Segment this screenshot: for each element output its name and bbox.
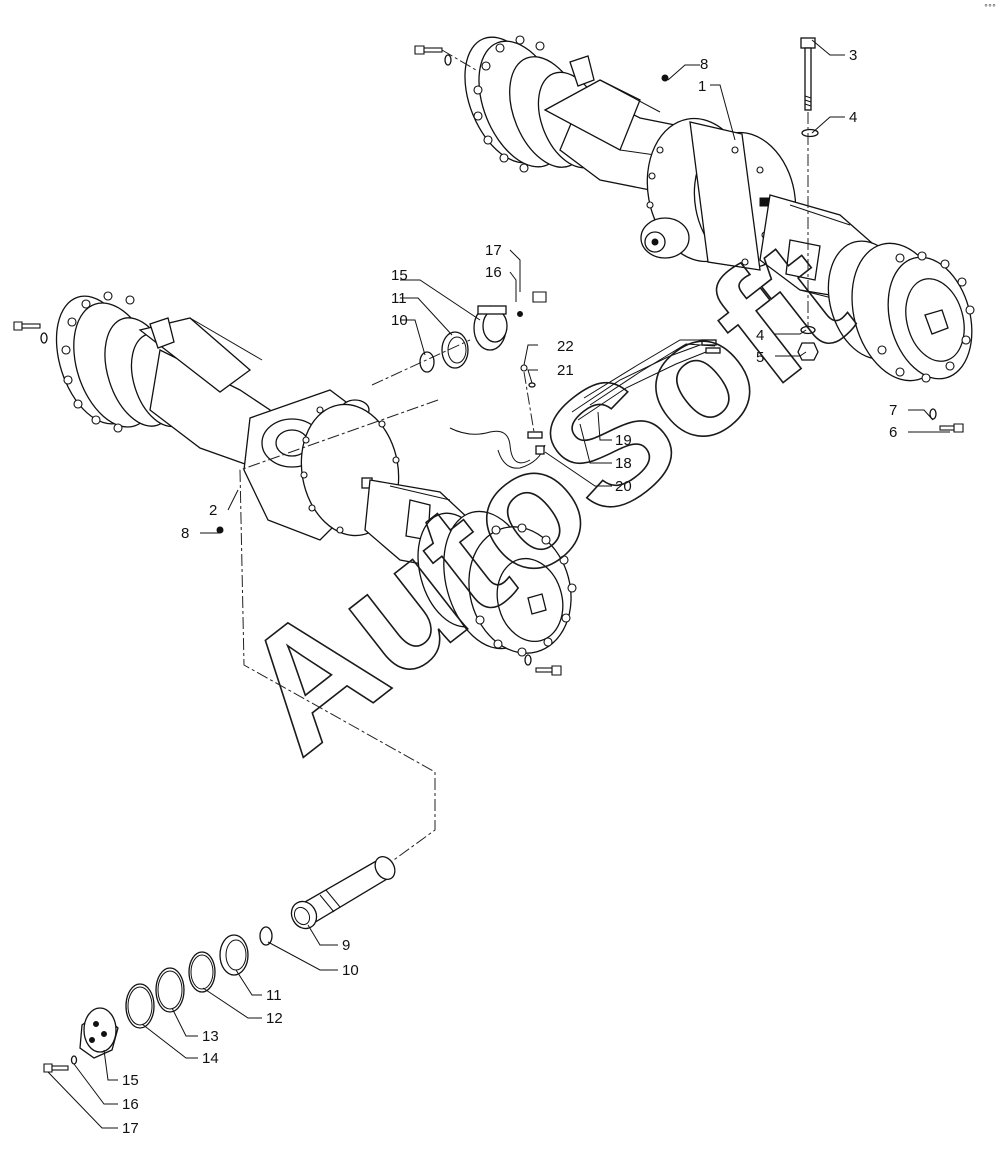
callout-4-lower: 4 — [756, 327, 764, 344]
callout-8-front: 8 — [181, 525, 189, 542]
rear-axle-differential-housing — [640, 117, 797, 271]
front-axle-hub-bolts — [13, 321, 562, 676]
corner-mark: °°° — [984, 3, 996, 12]
front-axle-right-hub — [417, 510, 577, 657]
callout-5: 5 — [756, 349, 764, 366]
hydraulic-lines — [449, 339, 721, 469]
callout-10-upper: 10 — [391, 312, 408, 329]
callout-labels: 8 1 3 4 4 5 7 6 2 8 17 16 15 11 10 22 21… — [122, 47, 897, 1137]
callout-11-lower: 11 — [266, 987, 282, 1004]
callout-11-upper: 11 — [391, 290, 407, 307]
callout-17-upper: 17 — [485, 242, 502, 259]
leader-lines — [47, 39, 950, 1129]
pivot-pin — [290, 856, 396, 930]
callout-2: 2 — [209, 502, 217, 519]
rear-axle-mounting-bolt — [797, 37, 819, 361]
lower-trunnion-rings — [125, 926, 273, 1029]
callout-4-upper: 4 — [849, 109, 857, 126]
pivot-pin-centerline — [239, 399, 439, 871]
callout-15-lower: 15 — [122, 1072, 139, 1089]
callout-7: 7 — [889, 402, 897, 419]
lower-cap-bolt — [43, 1055, 78, 1073]
upper-trunnion-parts — [371, 291, 547, 386]
callout-1: 1 — [698, 78, 706, 95]
callout-10-lower: 10 — [342, 962, 359, 979]
callout-16-upper: 16 — [485, 264, 502, 281]
callout-9: 9 — [342, 937, 350, 954]
callout-18: 18 — [615, 455, 632, 472]
lower-trunnion-cap — [79, 1007, 119, 1059]
callout-8-rear: 8 — [700, 56, 708, 73]
callout-3: 3 — [849, 47, 857, 64]
callout-15-upper: 15 — [391, 267, 408, 284]
callout-16-lower: 16 — [122, 1096, 139, 1113]
front-axle-assembly — [55, 291, 577, 657]
callout-21: 21 — [557, 362, 574, 379]
callout-22: 22 — [557, 338, 574, 355]
callout-17-lower: 17 — [122, 1120, 139, 1137]
callout-14: 14 — [202, 1050, 219, 1067]
callout-12: 12 — [266, 1010, 283, 1027]
callout-20: 20 — [615, 478, 632, 495]
rear-axle-assembly — [464, 35, 975, 383]
rear-axle-right-hub — [827, 240, 975, 383]
front-axle-left-arm — [138, 317, 271, 471]
callout-13: 13 — [202, 1028, 219, 1045]
callout-6: 6 — [889, 424, 897, 441]
rear-axle-hub-bolts — [414, 45, 964, 433]
callout-19: 19 — [615, 432, 632, 449]
